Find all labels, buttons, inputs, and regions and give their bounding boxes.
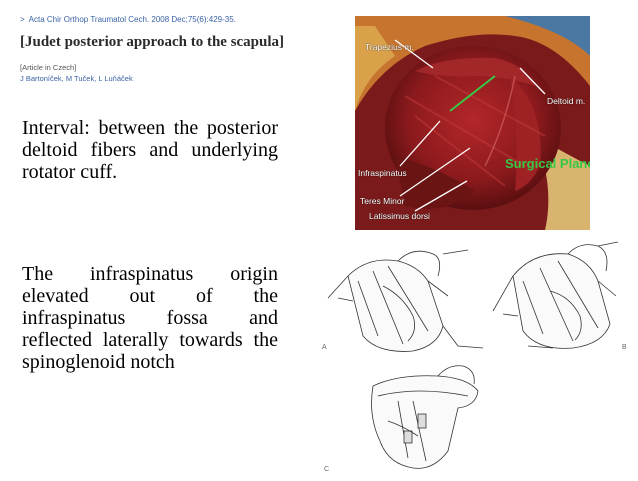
label-surgical-plane: Surgical Plane — [505, 156, 590, 171]
article-title: [Judet posterior approach to the scapula… — [20, 34, 285, 50]
label-trapezius: Trapezius m. — [365, 42, 414, 52]
chevron-right-icon: > — [20, 15, 25, 24]
label-infraspinatus: Infraspinatus — [358, 168, 407, 178]
journal-text: Acta Chir Orthop Traumatol Cech. 2008 De… — [28, 15, 236, 24]
journal-reference[interactable]: >Acta Chir Orthop Traumatol Cech. 2008 D… — [20, 14, 350, 26]
scapula-drawing-image — [327, 241, 619, 469]
figure-letter-c: C — [324, 466, 330, 473]
label-deltoid: Deltoid m. — [547, 96, 586, 106]
scapula-line-drawings: A B C — [318, 236, 636, 476]
article-language: [Article in Czech] — [20, 63, 77, 72]
infraspinatus-paragraph: The infraspinatus origin elevated out of… — [22, 263, 278, 373]
surgical-photo: Trapezius m. Deltoid m. Infraspinatus Su… — [355, 16, 590, 230]
author-list[interactable]: J Bartoníček, M Tuček, L Luňáček — [20, 74, 133, 83]
interval-paragraph: Interval: between the posterior deltoid … — [22, 117, 278, 183]
figure-letter-b: B — [622, 344, 627, 351]
label-teres-minor: Teres Minor — [360, 196, 405, 206]
surgical-photo-image — [355, 16, 590, 230]
citation-block: >Acta Chir Orthop Traumatol Cech. 2008 D… — [20, 14, 350, 83]
figure-letter-a: A — [322, 344, 327, 351]
label-latissimus-dorsi: Latissimus dorsi — [369, 211, 430, 221]
